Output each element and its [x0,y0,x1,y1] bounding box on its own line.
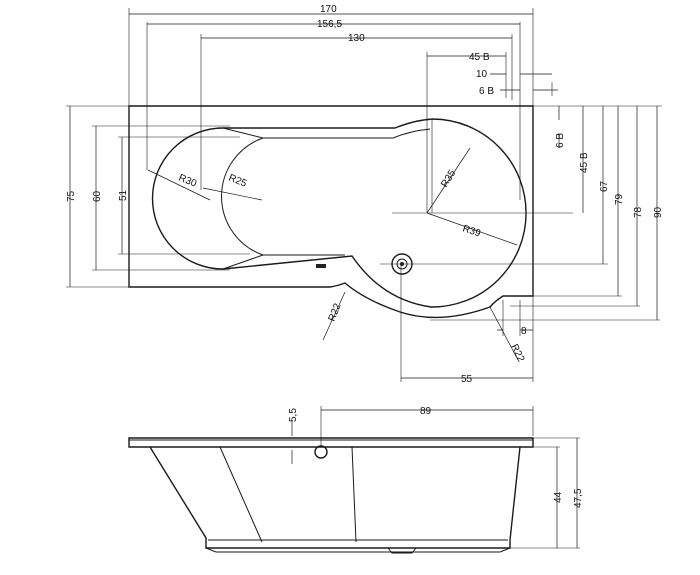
dim-10-label: 10 [476,69,488,80]
dim-55-label: 55 [461,374,473,385]
tub-outer-rim [128,105,534,319]
dim-67-label: 67 [599,180,610,192]
dim-5-5-label: 5,5 [288,408,299,422]
dim-90-label: 90 [653,206,664,218]
dim-130-label: 130 [348,33,365,44]
radius-r22-left-label: R22 [327,302,344,324]
dim-78-label: 78 [633,206,644,218]
dim-47-5-label: 47,5 [573,488,584,508]
side-rim [128,437,534,448]
dim-45b-right-label: 45 B [579,152,590,173]
overflow-slot [316,264,326,268]
side-tub-body [149,446,521,549]
tub-headrest-contour [221,128,431,256]
dim-45b-top-label: 45 B [469,52,490,63]
side-overflow-icon [314,445,328,459]
tub-headrest-corners [222,127,264,270]
side-view: 5,5 89 44 47,5 [128,406,584,554]
radius-r35-label: R35 [439,168,458,190]
dim-75-label: 75 [66,190,77,202]
radius-r39-label: R39 [461,223,482,239]
dim-51-label: 51 [118,189,129,201]
top-view: 170 156,5 130 45 B 10 6 B 75 60 51 R30 R… [66,4,664,385]
dim-8-label: 8 [521,326,527,337]
dim-79-label: 79 [614,193,625,205]
dim-6b-top-label: 6 B [479,86,494,97]
dim-89-label: 89 [420,406,432,417]
dim-170-label: 170 [320,4,337,15]
dim-44-label: 44 [553,491,564,503]
dim-60-label: 60 [92,190,103,202]
dim-6b-right-label: 6 B [555,133,566,148]
radius-r30-label: R30 [177,173,199,190]
tub-inner-basin [151,118,527,308]
dim-156-5-label: 156,5 [317,19,342,30]
radius-r25-label: R25 [227,173,249,190]
radius-r22-right-label: R22 [508,342,526,364]
